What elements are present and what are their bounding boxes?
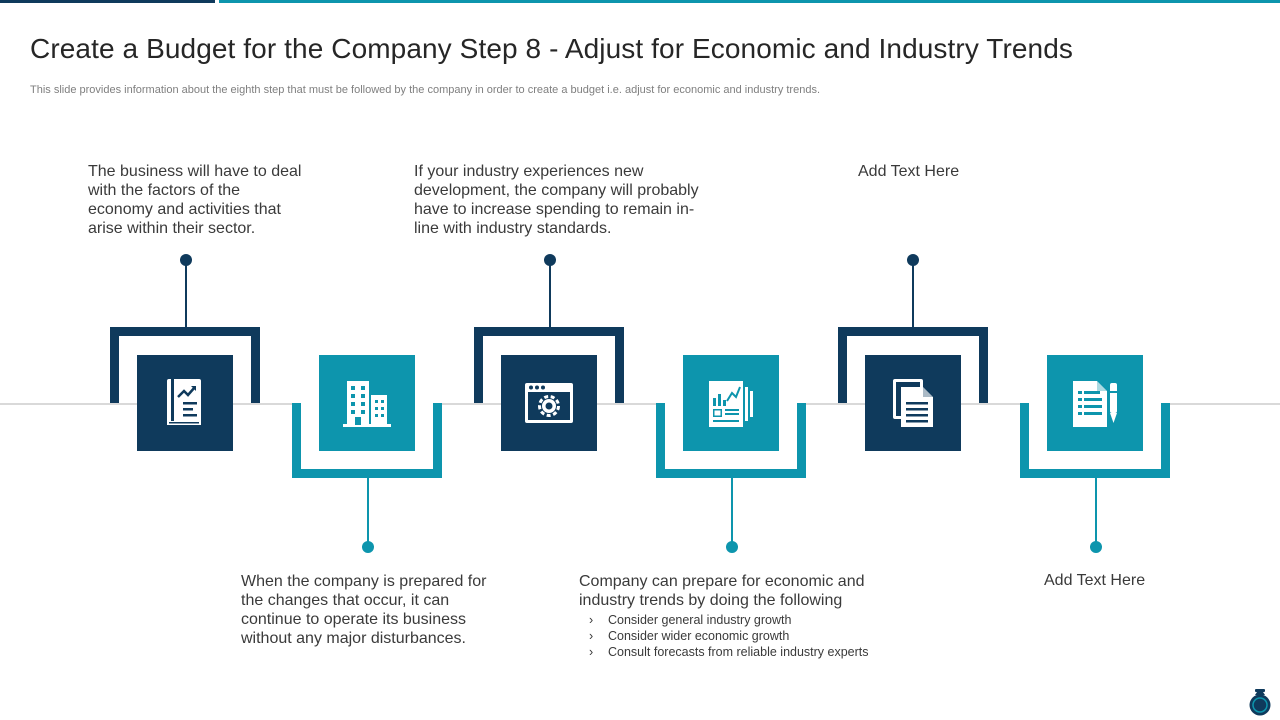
step-6-text: Add Text Here xyxy=(1044,572,1146,589)
step-4-text-block: Company can prepare for economic and ind… xyxy=(579,572,909,660)
documents-icon xyxy=(893,379,933,427)
step-3-text: If your industry experiences new develop… xyxy=(414,163,699,237)
step-6-connector xyxy=(1095,475,1097,545)
top-accent-bar-dark xyxy=(0,0,215,3)
step-4-bullet-list: ›Consider general industry growth ›Consi… xyxy=(579,612,909,660)
step-5-text: Add Text Here xyxy=(858,163,960,180)
step-2-dot xyxy=(362,541,374,553)
bullet-item: ›Consider general industry growth xyxy=(589,613,792,627)
slide-title: Create a Budget for the Company Step 8 -… xyxy=(30,33,1074,64)
step-4-connector xyxy=(731,475,733,545)
step-1-text: The business will have to deal with the … xyxy=(88,163,302,237)
top-accent-bar-teal xyxy=(219,0,1280,3)
bullet-item: ›Consult forecasts from reliable industr… xyxy=(589,645,869,659)
step-2-tile xyxy=(319,355,415,451)
slide-subtitle: This slide provides information about th… xyxy=(30,84,821,96)
bullet-chevron-icon: › xyxy=(589,645,594,659)
browser-gear-icon xyxy=(525,383,573,423)
step-1-connector xyxy=(185,264,187,330)
bullet-item: ›Consider wider economic growth xyxy=(589,629,790,643)
report-chart-icon xyxy=(709,381,753,427)
step-1-tile xyxy=(137,355,233,451)
step-4-tile xyxy=(683,355,779,451)
bullet-chevron-icon: › xyxy=(589,613,594,627)
step-5-tile xyxy=(865,355,961,451)
step-6-tile xyxy=(1047,355,1143,451)
step-4-text: Company can prepare for economic and ind… xyxy=(579,573,865,609)
brand-logo-icon xyxy=(1249,689,1271,716)
step-3-tile xyxy=(501,355,597,451)
step-4-dot xyxy=(726,541,738,553)
step-2-text: When the company is prepared for the cha… xyxy=(241,573,487,647)
step-6-dot xyxy=(1090,541,1102,553)
step-5-dot xyxy=(907,254,919,266)
step-3-connector xyxy=(549,264,551,330)
step-1-dot xyxy=(180,254,192,266)
office-building-icon xyxy=(343,381,391,427)
step-5-connector xyxy=(912,264,914,330)
step-2-connector xyxy=(367,475,369,545)
step-3-dot xyxy=(544,254,556,266)
document-pen-icon xyxy=(1073,381,1118,427)
timeline-axis xyxy=(0,403,1280,405)
book-growth-icon xyxy=(167,379,201,425)
bullet-chevron-icon: › xyxy=(589,629,594,643)
